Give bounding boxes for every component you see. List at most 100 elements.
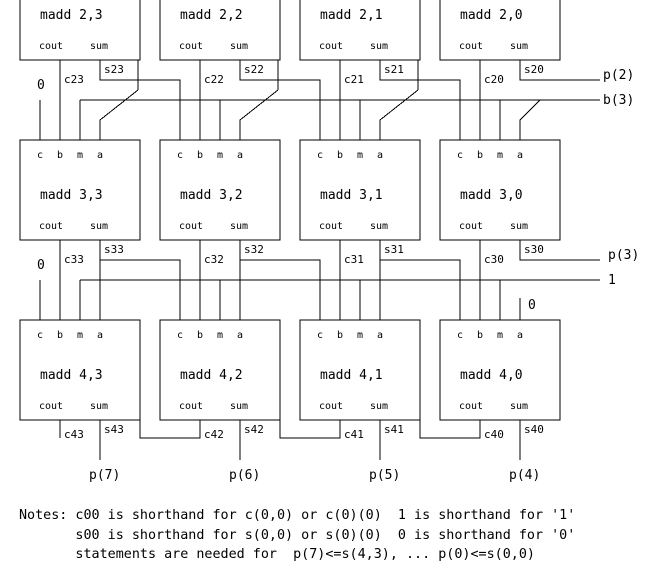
port-cout: cout — [39, 401, 63, 412]
port-a: a — [97, 150, 103, 161]
cell-box — [299, 0, 421, 61]
signal-b3: b(3) — [603, 93, 634, 108]
port-cout: cout — [319, 41, 343, 52]
cell-name: madd 4,2 — [180, 368, 243, 383]
port-m: m — [77, 330, 83, 341]
cell-name: madd 4,3 — [40, 368, 103, 383]
sum-label-s33: s33 — [104, 243, 124, 256]
signal-const-one: 1 — [608, 273, 616, 288]
port-cout: cout — [179, 41, 203, 52]
output-p5: p(5) — [369, 468, 400, 483]
signal-p2: p(2) — [603, 68, 634, 83]
port-m: m — [217, 150, 223, 161]
cell-name: madd 4,1 — [320, 368, 383, 383]
port-m: m — [357, 150, 363, 161]
cout-label-c23: c23 — [64, 73, 84, 86]
port-cout: cout — [39, 41, 63, 52]
port-sum: sum — [230, 221, 248, 232]
cell-name: madd 2,3 — [40, 8, 103, 23]
cout-label-c21: c21 — [344, 73, 364, 86]
sum-label-s22: s22 — [244, 63, 264, 76]
sum-label-s20: s20 — [524, 63, 544, 76]
port-sum: sum — [510, 41, 528, 52]
cout-label-c42: c42 — [204, 428, 224, 441]
cell-name: madd 2,0 — [460, 8, 523, 23]
port-cout: cout — [459, 401, 483, 412]
cell-box — [299, 139, 421, 241]
output-p7: p(7) — [89, 468, 120, 483]
port-m: m — [497, 150, 503, 161]
port-c: c — [37, 330, 43, 341]
cell-name: madd 2,1 — [320, 8, 383, 23]
port-cout: cout — [319, 221, 343, 232]
port-m: m — [497, 330, 503, 341]
port-c: c — [457, 330, 463, 341]
port-c: c — [177, 150, 183, 161]
port-b: b — [197, 150, 203, 161]
port-sum: sum — [370, 41, 388, 52]
cell-box — [299, 319, 421, 421]
port-cout: cout — [319, 401, 343, 412]
cell-box — [19, 139, 141, 241]
output-p6: p(6) — [229, 468, 260, 483]
port-m: m — [77, 150, 83, 161]
port-c: c — [457, 150, 463, 161]
sum-label-s31: s31 — [384, 243, 404, 256]
cell-name: madd 4,0 — [460, 368, 523, 383]
port-b: b — [477, 150, 483, 161]
port-a: a — [237, 330, 243, 341]
cout-label-c40: c40 — [484, 428, 504, 441]
cell-name: madd 3,1 — [320, 188, 383, 203]
sum-label-s30: s30 — [524, 243, 544, 256]
port-sum: sum — [370, 221, 388, 232]
cell-name: madd 3,0 — [460, 188, 523, 203]
cout-label-c22: c22 — [204, 73, 224, 86]
port-a: a — [97, 330, 103, 341]
cout-label-c43: c43 — [64, 428, 84, 441]
port-sum: sum — [90, 221, 108, 232]
port-c: c — [37, 150, 43, 161]
port-m: m — [357, 330, 363, 341]
sum-label-s21: s21 — [384, 63, 404, 76]
port-b: b — [477, 330, 483, 341]
note-line-2: s00 is shorthand for s(0,0) or s(0)(0) 0… — [19, 528, 575, 543]
madd-cell: c b m a madd 4,0 cout sum — [439, 319, 561, 421]
port-b: b — [337, 150, 343, 161]
cell-box — [159, 139, 281, 241]
sum-label-s23: s23 — [104, 63, 124, 76]
sum-label-s32: s32 — [244, 243, 264, 256]
output-p4: p(4) — [509, 468, 540, 483]
port-cout: cout — [179, 221, 203, 232]
cout-label-c30: c30 — [484, 253, 504, 266]
cell-box — [439, 139, 561, 241]
port-sum: sum — [510, 401, 528, 412]
port-b: b — [337, 330, 343, 341]
cell-box — [439, 0, 561, 61]
signal-zero-right: 0 — [528, 298, 536, 313]
sum-label-s42: s42 — [244, 423, 264, 436]
madd-cell: madd 2,3 cout sum — [19, 0, 141, 61]
cell-name: madd 3,3 — [40, 188, 103, 203]
port-a: a — [237, 150, 243, 161]
port-sum: sum — [510, 221, 528, 232]
port-c: c — [177, 330, 183, 341]
notes-block: Notes: c00 is shorthand for c(0,0) or c(… — [19, 508, 575, 562]
signal-zero-row3: 0 — [37, 78, 45, 93]
cell-box — [19, 0, 141, 61]
port-b: b — [57, 330, 63, 341]
signal-p3: p(3) — [608, 248, 639, 263]
signal-zero-row4: 0 — [37, 258, 45, 273]
port-sum: sum — [90, 41, 108, 52]
port-a: a — [517, 330, 523, 341]
port-a: a — [517, 150, 523, 161]
port-m: m — [217, 330, 223, 341]
cell-box — [159, 0, 281, 61]
port-cout: cout — [179, 401, 203, 412]
